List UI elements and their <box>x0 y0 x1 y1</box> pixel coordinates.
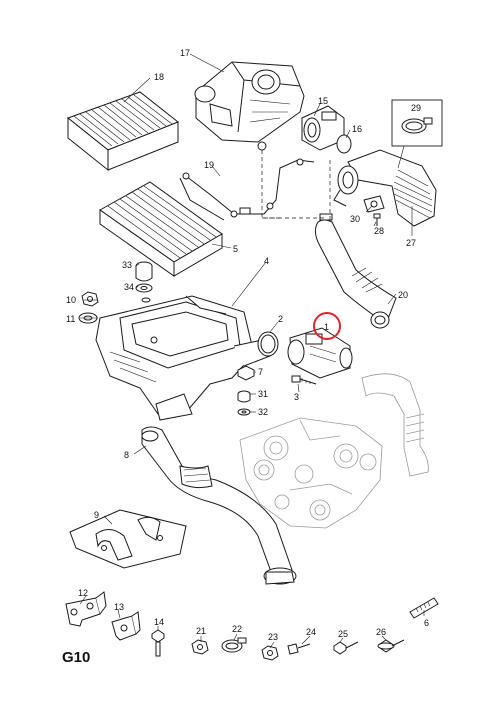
callout-18[interactable]: 18 <box>154 72 164 82</box>
callout-34[interactable]: 34 <box>124 282 134 292</box>
callout-19[interactable]: 19 <box>204 160 214 170</box>
hose-clamp-29-box[interactable] <box>391 99 443 169</box>
bolt-26[interactable] <box>377 639 405 653</box>
callout-5[interactable]: 5 <box>233 244 238 254</box>
o-ring-2[interactable] <box>257 331 279 357</box>
assembly-lines <box>261 150 331 220</box>
callout-30[interactable]: 30 <box>350 214 360 224</box>
intake-resonator-box[interactable] <box>95 295 271 421</box>
callout-1[interactable]: 1 <box>324 322 329 332</box>
callout-33[interactable]: 33 <box>122 260 132 270</box>
heat-shield-9[interactable] <box>69 509 187 569</box>
callout-9[interactable]: 9 <box>94 510 99 520</box>
screw-24[interactable] <box>287 643 311 655</box>
callout-31[interactable]: 31 <box>258 389 268 399</box>
bolt-25[interactable] <box>333 641 359 655</box>
callout-23[interactable]: 23 <box>268 632 278 642</box>
mass-air-flow-sensor[interactable] <box>287 327 353 379</box>
callout-24[interactable]: 24 <box>306 627 316 637</box>
callout-20[interactable]: 20 <box>398 290 408 300</box>
callout-21[interactable]: 21 <box>196 626 206 636</box>
callout-17[interactable]: 17 <box>180 48 190 58</box>
callout-25[interactable]: 25 <box>338 629 348 639</box>
callout-27[interactable]: 27 <box>406 238 416 248</box>
callout-labels: 17 18 15 16 29 19 30 28 27 5 4 33 34 20 … <box>66 48 429 642</box>
nut-7[interactable] <box>237 365 255 381</box>
callout-28[interactable]: 28 <box>374 226 384 236</box>
air-filter-element-pleated[interactable] <box>66 91 179 172</box>
nut-21[interactable] <box>191 639 209 655</box>
intake-hose-20[interactable] <box>314 213 397 329</box>
callout-32[interactable]: 32 <box>258 407 268 417</box>
engine-block-reference <box>239 373 429 529</box>
callout-12[interactable]: 12 <box>78 588 88 598</box>
callout-29[interactable]: 29 <box>411 103 421 113</box>
callout-16[interactable]: 16 <box>352 124 362 134</box>
callout-2[interactable]: 2 <box>278 314 283 324</box>
bracket-30[interactable] <box>363 195 385 213</box>
wiring-harness-bracket[interactable] <box>179 158 315 221</box>
callout-13[interactable]: 13 <box>114 602 124 612</box>
air-intake-duct-8[interactable] <box>141 426 297 585</box>
callout-3[interactable]: 3 <box>294 392 299 402</box>
rubber-mount-33[interactable] <box>135 261 153 282</box>
stud-6[interactable] <box>409 597 439 619</box>
highlight-circle <box>313 312 341 340</box>
gasket-ring-16[interactable] <box>336 134 352 154</box>
callout-6[interactable]: 6 <box>424 618 429 628</box>
group-code-label: G10 <box>62 649 90 666</box>
bracket-13[interactable] <box>111 611 141 641</box>
bushing-31[interactable] <box>237 390 251 403</box>
callout-7[interactable]: 7 <box>258 367 263 377</box>
bolt-14[interactable] <box>151 629 165 657</box>
callout-22[interactable]: 22 <box>232 624 242 634</box>
screw-3[interactable] <box>291 375 317 385</box>
washer-32[interactable] <box>237 408 251 416</box>
callout-15[interactable]: 15 <box>318 96 328 106</box>
washer-34[interactable] <box>135 283 153 303</box>
leader-lines <box>79 53 425 649</box>
intake-bellows-hose[interactable] <box>333 149 437 227</box>
callout-4[interactable]: 4 <box>264 256 269 266</box>
air-filter-element-lower[interactable] <box>99 181 223 277</box>
callout-26[interactable]: 26 <box>376 627 386 637</box>
clip-22[interactable] <box>221 637 247 653</box>
air-filter-housing-cover[interactable] <box>194 61 305 151</box>
nut-10[interactable] <box>81 291 99 307</box>
nut-23[interactable] <box>261 645 279 661</box>
bolt-28[interactable] <box>373 213 381 226</box>
callout-10[interactable]: 10 <box>66 295 76 305</box>
callout-11[interactable]: 11 <box>66 314 75 324</box>
bracket-12[interactable] <box>65 591 107 627</box>
callout-8[interactable]: 8 <box>124 450 129 460</box>
callout-14[interactable]: 14 <box>154 617 164 627</box>
